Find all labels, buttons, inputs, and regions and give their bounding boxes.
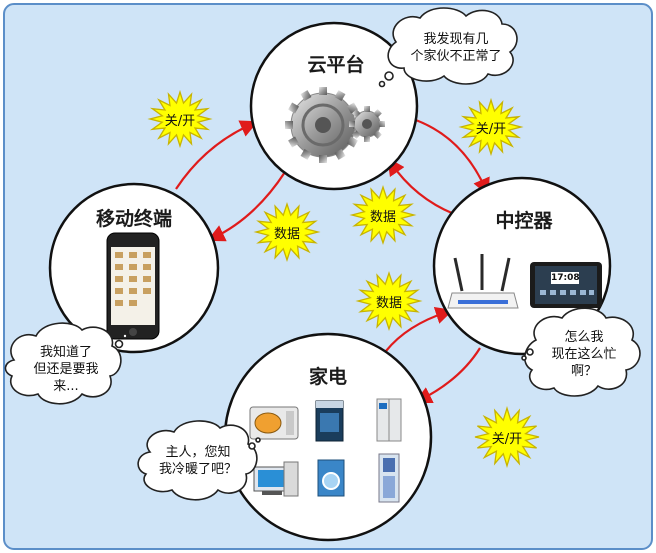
appliances-bubble-text: 主人，您知 我冷暖了吧？: [148, 444, 248, 478]
cloud-bubble-text: 我发现有几 个家伙不正常了: [402, 31, 510, 65]
onoff-starburst-bottom: [474, 405, 540, 469]
arrow-cloud-to-mobile: [207, 171, 286, 242]
mobile-bubble-line-1: 我知道了: [39, 345, 92, 360]
tablet-icon: [530, 262, 602, 308]
data-starburst-lower: [355, 271, 423, 331]
gears-icon: [285, 87, 385, 163]
data-starburst-left: [253, 202, 321, 262]
washing-machine-icon: [317, 459, 345, 497]
thought-cloud-mobile: [4, 322, 122, 405]
mobile-terminal-title: 移动终端: [95, 208, 172, 230]
controller-bubble-text: 怎么我 现在这么忙 啊？: [536, 329, 632, 380]
arrow-cloud-to-controller: [409, 116, 490, 197]
controller-bubble-line-3: 啊？: [570, 364, 597, 379]
cloud-bubble-line-1: 我发现有几: [423, 32, 489, 47]
mobile-bubble-line-3: 来...: [53, 379, 79, 394]
microwave-icon: [249, 406, 299, 440]
thought-cloud-appliances: [137, 420, 258, 501]
tablet-time: 17:08: [551, 273, 580, 283]
appliances-bubble-line-2: 我冷暖了吧？: [158, 462, 237, 477]
stove-icon: [315, 400, 344, 442]
arrow-controller-to-cloud: [387, 157, 455, 216]
refrigerator-icon: [376, 398, 402, 442]
thought-cloud-cloud: [387, 7, 518, 85]
smartphone-icon: [106, 232, 160, 340]
computer-icon: [253, 461, 299, 497]
controller-bubble-line-1: 怎么我: [564, 330, 604, 345]
cloud-bubble-line-2: 个家伙不正常了: [410, 49, 502, 64]
arrow-appliances-to-controller: [385, 307, 454, 352]
mobile-bubble-line-2: 但还是要我: [33, 362, 99, 377]
router-icon: [447, 254, 519, 309]
appliances-bubble-line-1: 主人，您知: [165, 445, 231, 460]
controller-node-circle: [432, 176, 612, 356]
onoff-starburst-left: [147, 89, 213, 149]
data-label-mid: 数据: [369, 210, 396, 225]
data-label-lower: 数据: [375, 296, 402, 311]
onoff-label-bottom: 关/开: [491, 432, 523, 447]
data-starburst-mid: [349, 185, 417, 245]
onoff-label-right: 关/开: [475, 122, 507, 137]
onoff-starburst-right: [458, 97, 524, 157]
mobile-bubble-text: 我知道了 但还是要我 来...: [20, 344, 112, 395]
arrow-mobile-to-cloud: [175, 120, 259, 190]
controller-bubble-line-2: 现在这么忙: [551, 347, 617, 362]
arrow-controller-to-appliances: [414, 347, 481, 403]
thought-cloud-controller: [524, 307, 641, 397]
air-conditioner-icon: [378, 453, 400, 503]
cloud-platform-title: 云平台: [307, 54, 365, 76]
data-label-left: 数据: [273, 227, 300, 242]
controller-title: 中控器: [495, 210, 553, 232]
appliances-title: 家电: [308, 366, 347, 388]
onoff-label-left: 关/开: [164, 114, 196, 129]
